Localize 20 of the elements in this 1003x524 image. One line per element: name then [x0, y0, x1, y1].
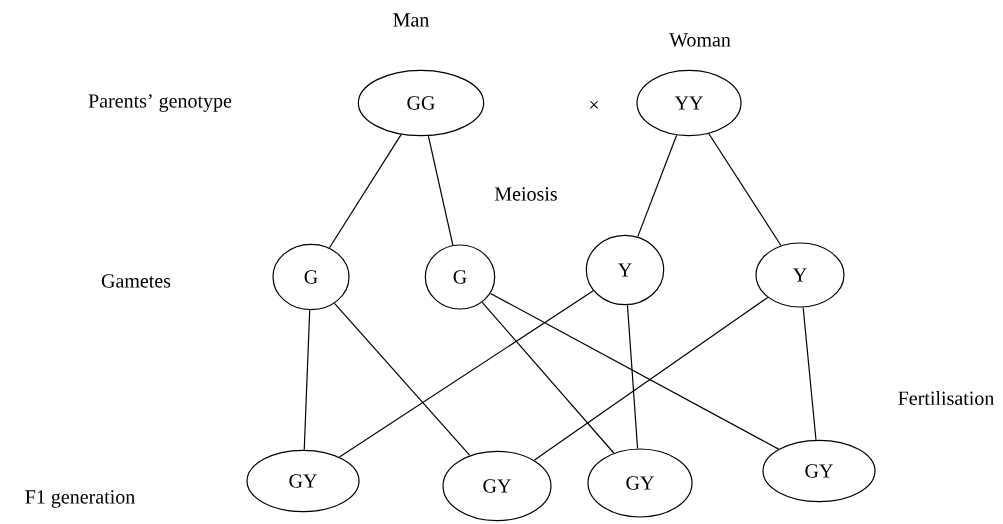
stage-label: Meiosis [494, 187, 557, 201]
connector-line [708, 133, 782, 247]
connector-line [802, 306, 817, 441]
connector-line [637, 134, 678, 238]
stage-label: × [589, 100, 599, 109]
parent-label: Woman [669, 33, 731, 47]
connector-line [533, 296, 769, 461]
connector-line [489, 292, 780, 450]
stage-label: Fertilisation [898, 390, 995, 405]
connector-line [333, 302, 471, 457]
connector-line [481, 301, 615, 454]
connector-line [328, 133, 402, 249]
parent-label: Man [393, 13, 430, 27]
connector-line [303, 309, 311, 451]
stage-label: F1 generation [25, 490, 135, 508]
connector-line [626, 304, 639, 450]
stage-label: Parents’ genotype [88, 94, 232, 112]
stage-label: Gametes [101, 274, 171, 288]
connector-line [427, 135, 454, 246]
connector-line [338, 290, 594, 458]
